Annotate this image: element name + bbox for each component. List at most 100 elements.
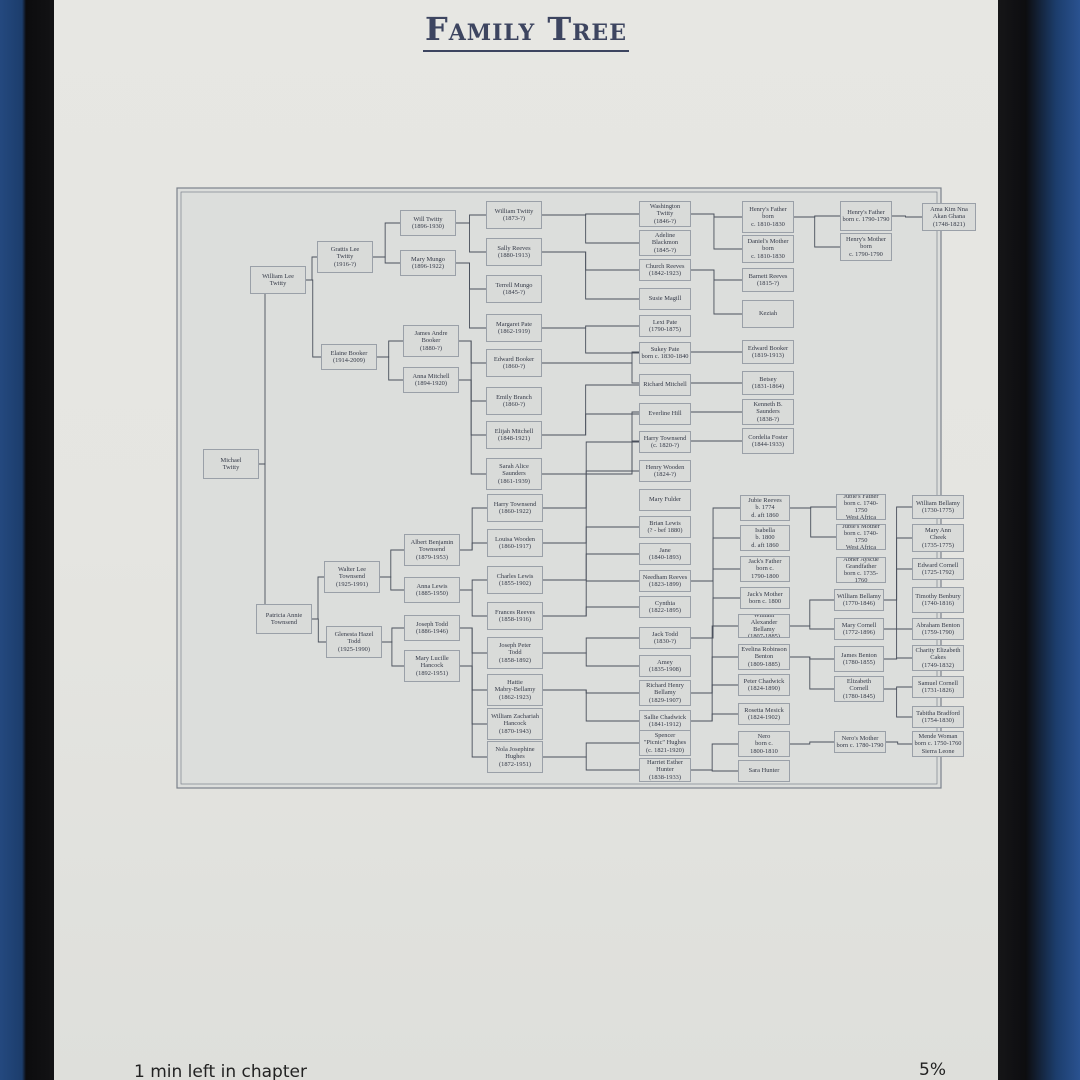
person-box: Abraham Benton (1759-1790)	[912, 618, 964, 640]
person-box: Sara Hunter	[738, 760, 790, 782]
tree-connector	[543, 652, 639, 667]
tree-connector	[884, 657, 912, 660]
person-box: William Lee Twitty	[250, 266, 306, 294]
person-box: Patricia Annie Townsend	[256, 604, 312, 634]
person-box: Grattis Lee Twitty (1916-?)	[317, 241, 373, 273]
person-box: Walter Lee Townsend (1925-1991)	[324, 561, 380, 593]
person-box: Albert Benjamin Townsend (1879-1953)	[404, 534, 460, 566]
tree-connector	[459, 340, 486, 402]
person-box: Mary Cornell (1772-1896)	[834, 618, 884, 640]
tree-connector	[460, 589, 487, 617]
person-box: Nero's Mother born c. 1780-1790	[834, 731, 886, 753]
person-box: William Bellamy (1730-1775)	[912, 495, 964, 519]
person-box: Sallie Chadwick (1841-1912)	[639, 710, 691, 732]
person-box: Susie Magill	[639, 288, 691, 310]
person-box: Terrell Mungo (1845-?)	[486, 275, 542, 303]
tree-connector	[691, 769, 738, 772]
tree-connector	[884, 688, 912, 718]
person-box: Barnett Reeves (1815-?)	[742, 268, 794, 292]
person-box: Jane (1840-1893)	[639, 543, 691, 565]
person-box: Anna Mitchell (1894-1920)	[403, 367, 459, 393]
person-box: Jack's Mother born c. 1800	[740, 587, 790, 609]
tree-connector	[456, 222, 486, 253]
person-box: Mende Woman born c. 1750-1760 Sierra Leo…	[912, 731, 964, 757]
tree-connector	[456, 262, 486, 329]
tree-connector	[543, 689, 639, 722]
person-box: Washington Twitty (1846-?)	[639, 201, 691, 227]
person-box: Glenesta Hazel Todd (1925-1990)	[326, 626, 382, 658]
person-box: James Andre Booker (1880-?)	[403, 325, 459, 357]
time-left-label: 1 min left in chapter	[134, 1062, 307, 1080]
tree-connector	[691, 213, 742, 250]
person-box: Margaret Pate (1862-1919)	[486, 314, 542, 342]
person-box: Cordelia Foster (1844-1933)	[742, 428, 794, 454]
tree-connector	[886, 741, 912, 745]
chapter-title-text: Family Tree	[423, 10, 629, 52]
person-box: Tabitha Bradford (1754-1830)	[912, 706, 964, 728]
tree-connector	[884, 568, 912, 630]
tree-connector	[790, 656, 834, 690]
person-box: Anna Lewis (1885-1950)	[404, 577, 460, 603]
person-box: Henry's Father born c. 1790-1790	[840, 201, 892, 231]
person-box: Abner Ayscue Grandfather born c. 1735-17…	[836, 557, 886, 583]
tree-connector	[543, 756, 639, 771]
person-box: Cynthia (1822-1895)	[639, 596, 691, 618]
person-box: Jubie's Father born c. 1740-1750 West Af…	[836, 494, 886, 520]
person-box: William Alexander Bellamy (1807-1885)	[738, 614, 790, 638]
tree-connector	[306, 279, 321, 358]
person-box: Elizabeth Cornell (1780-1845)	[834, 676, 884, 702]
person-box: Mary Fulder	[639, 489, 691, 511]
person-box: Jubie's Mother born c. 1740-1750 West Af…	[836, 524, 886, 550]
person-box: Needham Reeves (1823-1899)	[639, 570, 691, 592]
person-box: Spencer "Picnic" Hughes (c. 1821-1920)	[639, 730, 691, 756]
person-box: Nola Josephine Hughes (1872-1951)	[487, 741, 543, 773]
person-box: Evelina Robinson Benton (1809-1885)	[738, 644, 790, 670]
tree-connector	[542, 413, 639, 436]
person-box: Henry's Mother born c. 1790-1790	[840, 233, 892, 261]
person-box: Joseph Todd (1886-1946)	[404, 615, 460, 641]
tree-connector	[691, 713, 738, 722]
person-box: Jack's Father born c. 1790-1800	[740, 556, 790, 582]
tree-connector	[542, 327, 639, 354]
person-box: Mary Ann Cheek (1735-1775)	[912, 524, 964, 552]
person-box: Charles Lewis (1855-1902)	[487, 566, 543, 594]
device-bezel-left	[0, 0, 60, 1080]
tree-connector	[543, 553, 639, 581]
person-box: Joseph Peter Todd (1858-1892)	[487, 637, 543, 669]
person-box: Nero born c. 1800-1810	[738, 731, 790, 757]
tree-connector	[543, 470, 639, 544]
tree-connector	[460, 665, 487, 758]
tree-connector	[542, 214, 639, 244]
tree-connector	[382, 641, 404, 667]
person-box: Will Twitty (1896-1930)	[400, 210, 456, 236]
person-box: Edward Booker (1819-1913)	[742, 340, 794, 364]
person-box: Samuel Cornell (1731-1826)	[912, 676, 964, 698]
person-box: Brian Lewis (? - bef 1880)	[639, 516, 691, 538]
tree-connector	[691, 597, 740, 639]
ereader-screen[interactable]: Family Tree Michael Twitty William Lee Tw…	[54, 0, 998, 1080]
person-box: Harry Townsend (1860-1922)	[487, 494, 543, 522]
person-box: Charity Elizabeth Cakes (1749-1832)	[912, 645, 964, 671]
person-box: Peter Chadwick (1824-1890)	[738, 674, 790, 696]
tree-connector	[542, 251, 639, 300]
tree-connector	[691, 537, 740, 582]
person-box: Michael Twitty	[203, 449, 259, 479]
person-box: Lexi Pate (1790-1875)	[639, 315, 691, 337]
person-box: William Bellamy (1770-1846)	[834, 589, 884, 611]
tree-connector	[790, 625, 834, 630]
person-box: Harry Townsend (c. 1820-?)	[639, 431, 691, 453]
person-box: Hattie Mabry-Bellamy (1862-1923)	[487, 674, 543, 706]
person-box: William Zachariah Hancock (1870-1943)	[487, 708, 543, 740]
person-box: Isabella b. 1800 d. aft 1860	[740, 525, 790, 551]
person-box: Keziah	[742, 300, 794, 328]
person-box: Church Reeves (1842-1923)	[639, 259, 691, 281]
person-box: Everline Hill	[639, 403, 691, 425]
tree-connector	[691, 656, 738, 694]
tree-connector	[373, 256, 400, 264]
person-box: Mary Mungo (1896-1922)	[400, 250, 456, 276]
person-box: Edward Booker (1860-?)	[486, 349, 542, 377]
tree-connector	[794, 216, 840, 248]
figure-frame	[180, 191, 938, 785]
person-box: Ama Kim Nna Akan Ghana (1748-1821)	[922, 203, 976, 231]
